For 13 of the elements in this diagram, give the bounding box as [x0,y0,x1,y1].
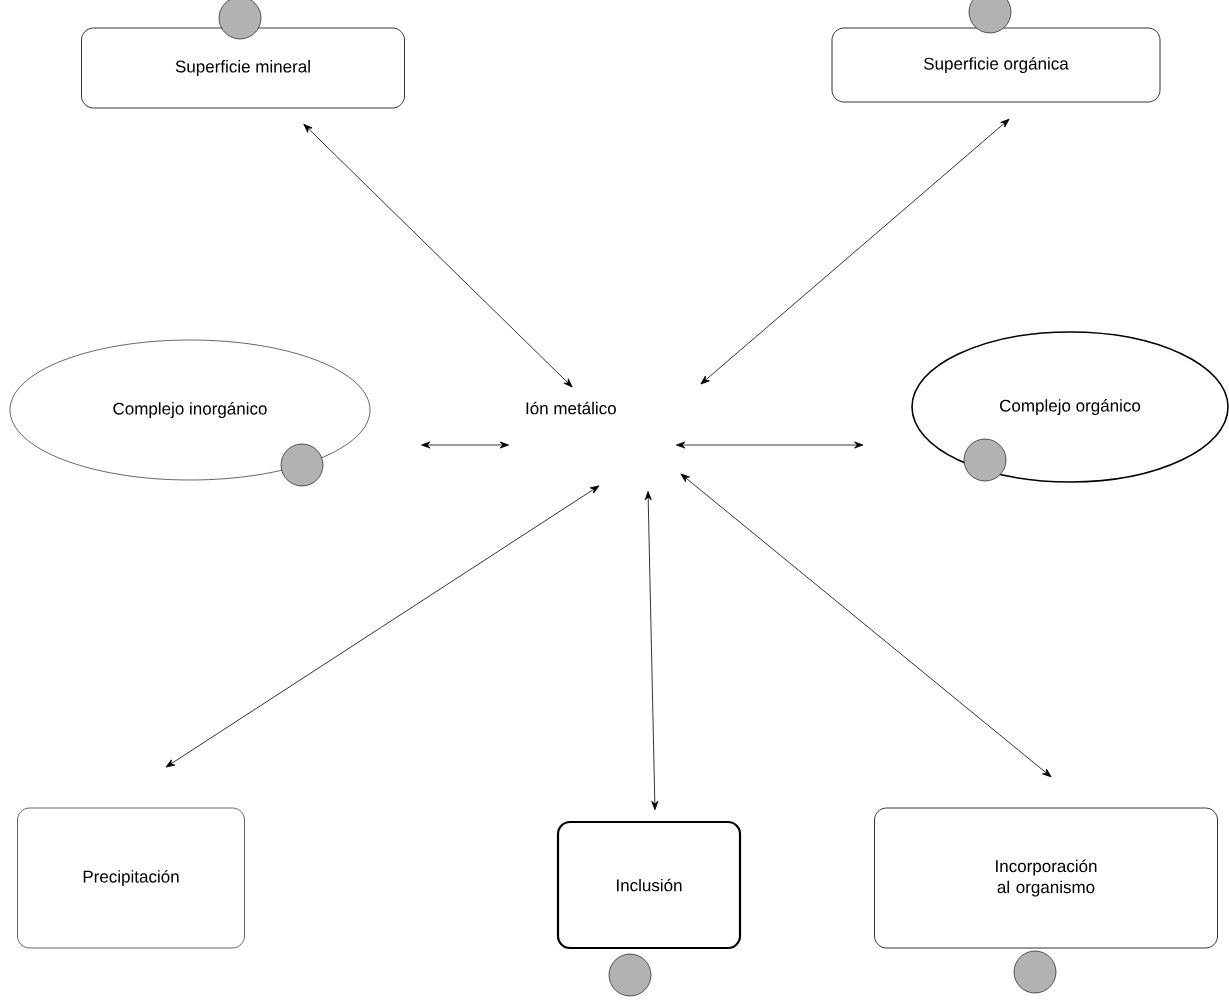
double-arrow [676,441,864,449]
double-arrow [421,441,510,449]
center-label: Ión metálico [526,401,616,415]
double-arrow [700,118,1010,385]
rounded-box: Inclusión [556,820,742,950]
rounded-box: Superficie orgánica [831,27,1161,103]
rounded-box: Superficie mineral [81,27,405,109]
rounded-box: Precipitación [17,807,245,949]
double-arrow [165,485,600,768]
double-arrow [644,491,659,811]
double-arrow [680,473,1052,778]
double-arrow [303,123,573,388]
rounded-box: Incorporación al organismo [874,807,1218,949]
